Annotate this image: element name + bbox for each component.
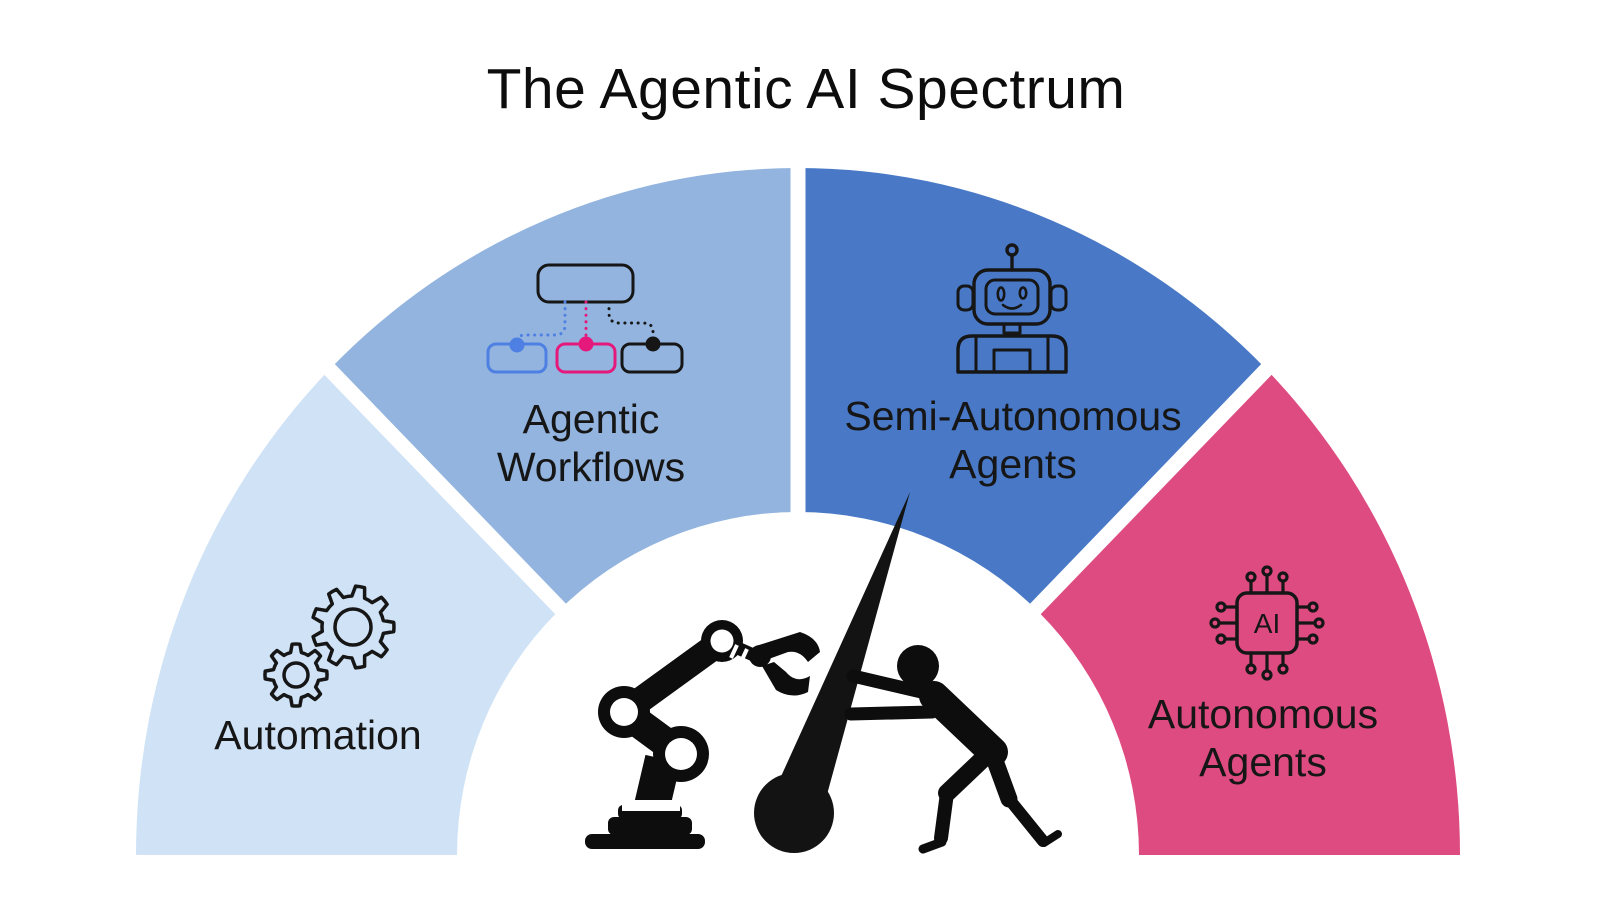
label-line: Agents: [949, 441, 1077, 487]
human-figure-illustration: [844, 645, 1062, 854]
workflow-dot-black: [645, 336, 661, 352]
workflow-connector-blue: [515, 300, 567, 346]
ai-chip-icon: AI: [1209, 565, 1325, 681]
segment-label-semi-autonomous: Semi-Autonomous Agents: [844, 393, 1181, 489]
gears-icon: [263, 584, 396, 708]
label-line: Agents: [1199, 739, 1327, 785]
segment-label-automation: Automation: [214, 712, 421, 760]
label-line: Workflows: [496, 444, 686, 490]
label-line: Agentic: [522, 396, 660, 443]
label-line: Automation: [214, 712, 422, 759]
robot-icon: [956, 243, 1068, 374]
label-line: Autonomous: [1147, 691, 1379, 738]
ai-chip-label: AI: [1254, 608, 1280, 639]
workflow-dot-pink: [578, 336, 594, 352]
workflow-connector-black: [607, 300, 655, 344]
gauge-needle: [754, 492, 910, 853]
workflow-dot-blue: [509, 337, 525, 353]
page-title: The Agentic AI Spectrum: [486, 57, 1126, 121]
robot-arm-illustration: [585, 620, 820, 849]
segment-label-autonomous: Autonomous Agents: [1148, 691, 1378, 787]
workflow-root-node: [536, 263, 635, 304]
gauge-center-art: [585, 492, 1062, 854]
segment-label-agentic-workflows: Agentic Workflows: [497, 396, 685, 492]
workflow-icon: [486, 263, 684, 374]
label-line: Semi-Autonomous: [844, 393, 1182, 440]
